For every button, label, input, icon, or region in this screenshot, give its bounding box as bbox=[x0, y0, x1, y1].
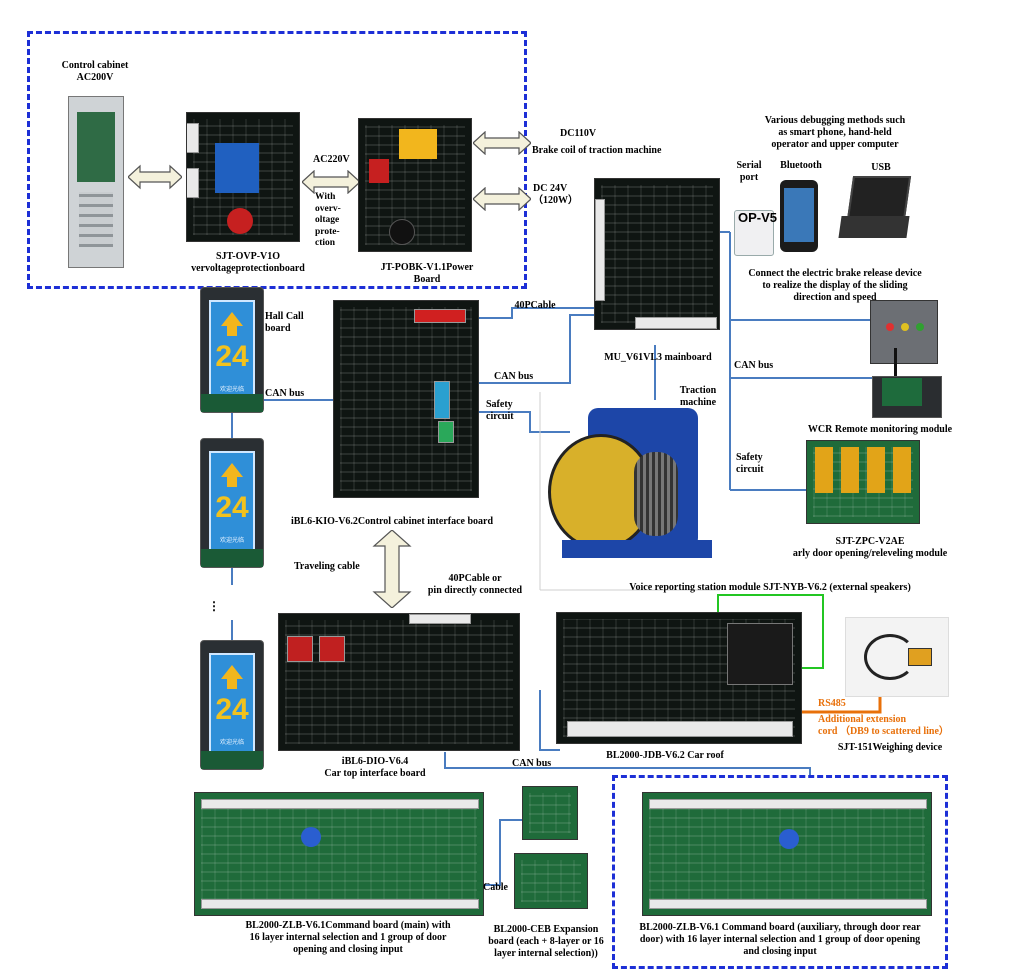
cabinet-to-ovp-arrow bbox=[128, 164, 182, 190]
control-cabinet-group-box bbox=[27, 31, 527, 289]
zlb-aux-label: BL2000-ZLB-V6.1 Command board (auxiliary… bbox=[639, 922, 921, 957]
car-roof-board-image bbox=[556, 612, 802, 744]
brake-release-device-image bbox=[870, 300, 938, 364]
laptop-image bbox=[838, 176, 912, 248]
hall-floor-number: 24 bbox=[215, 340, 249, 373]
extension-cord-label: Additional extension cord （DB9 to scatte… bbox=[818, 714, 949, 737]
hall-call-board-3: 24 欢迎光临 bbox=[200, 640, 264, 770]
pcable-pin-label: 40PCable or pin directly connected bbox=[427, 573, 523, 596]
ceb-board-label: BL2000-CEB Expansion board (each + 8-lay… bbox=[488, 924, 604, 959]
can-bus-middle-label: CAN bus bbox=[494, 371, 534, 382]
overvoltage-label: With overv- oltage prote- ction bbox=[315, 192, 341, 248]
safety-circuit-right-label: Safety circuit bbox=[736, 452, 764, 475]
zpc-module-label: SJT-ZPC-V2AE arly door opening/relevelin… bbox=[792, 536, 948, 559]
weighing-device-image bbox=[845, 617, 949, 697]
traveling-cable-label: Traveling cable bbox=[294, 561, 360, 572]
hall-call-board-2: 24 欢迎光临 bbox=[200, 438, 264, 568]
brake-release-label: Connect the electric brake release devic… bbox=[748, 268, 922, 303]
usb-label: USB bbox=[871, 162, 891, 173]
rs485-label: RS485 bbox=[818, 698, 846, 709]
kio-board-label: iBL6-KIO-V6.2Control cabinet interface b… bbox=[290, 516, 494, 527]
car-roof-label: BL2000-JDB-V6.2 Car roof bbox=[606, 750, 724, 761]
power-to-brake-arrow bbox=[473, 131, 531, 155]
op-v5-label: OP-V5 bbox=[738, 210, 778, 225]
power-board-image bbox=[358, 118, 472, 252]
mainboard-label: MU_V61VL3 mainboard bbox=[604, 352, 712, 363]
power-board-label: JT-POBK-V1.1Power Board bbox=[380, 262, 474, 285]
hall-welcome-text: 欢迎光临 bbox=[219, 538, 244, 544]
hall-floor-number: 24 bbox=[215, 693, 249, 726]
hall-welcome-text: 欢迎光临 bbox=[219, 740, 244, 746]
hand-held-operator-image bbox=[734, 210, 774, 256]
mainboard-image bbox=[594, 178, 720, 330]
dio-board-image bbox=[278, 613, 520, 751]
weighing-device-label: SJT-151Weighing device bbox=[837, 742, 943, 753]
aux-board-group-box bbox=[612, 775, 948, 969]
hall-call-label: Hall Call board bbox=[265, 311, 304, 334]
power-to-dc24v-arrow bbox=[473, 187, 531, 211]
cable-label: Cable bbox=[483, 882, 508, 893]
serial-port-label: Serial port bbox=[736, 160, 762, 183]
debugging-methods-label: Various debugging methods such as smart … bbox=[764, 115, 906, 150]
brake-coil-label: Brake coil of traction machine bbox=[532, 145, 662, 156]
bluetooth-label: Bluetooth bbox=[780, 160, 822, 171]
hall-welcome-text: 欢迎光临 bbox=[219, 387, 244, 393]
ovp-to-power-arrow bbox=[302, 170, 360, 194]
can-bus-right-label: CAN bus bbox=[734, 360, 774, 371]
wcr-module-label: WCR Remote monitoring module bbox=[807, 424, 953, 435]
dio-board-label: iBL6-DIO-V6.4 Car top interface board bbox=[324, 756, 426, 779]
ac220v-label: AC220V bbox=[313, 154, 350, 165]
zpc-module-image bbox=[806, 440, 920, 524]
traction-machine-label: Traction machine bbox=[679, 385, 717, 408]
traction-machine-image bbox=[548, 400, 718, 570]
dc110v-label: DC110V bbox=[560, 128, 597, 139]
kio-board-image bbox=[333, 300, 479, 498]
safety-circuit-left-label: Safety circuit bbox=[486, 399, 514, 422]
control-cabinet-label: Control cabinet AC200V bbox=[61, 60, 129, 83]
ovp-board-label: SJT-OVP-V1O vervoltageprotectionboard bbox=[191, 251, 305, 274]
control-cabinet-image bbox=[68, 96, 124, 268]
hall-floor-number: 24 bbox=[215, 491, 249, 524]
wcr-module-image bbox=[872, 348, 942, 420]
can-bus-bottom-label: CAN bus bbox=[512, 758, 552, 769]
ceb-board-image-2 bbox=[514, 853, 588, 909]
dc24v-label: DC 24V （120W） bbox=[533, 183, 578, 206]
zlb-main-label: BL2000-ZLB-V6.1Command board (main) with… bbox=[245, 920, 451, 955]
pcable-40-label: 40PCable bbox=[514, 300, 556, 311]
ovp-board-image bbox=[186, 112, 300, 242]
smartphone-image bbox=[780, 180, 818, 252]
ellipsis-label: ⋮ bbox=[208, 599, 220, 613]
hall-call-board-1: 24 欢迎光临 bbox=[200, 287, 264, 413]
zlb-main-board-image bbox=[194, 792, 484, 916]
voice-module-label: Voice reporting station module SJT-NYB-V… bbox=[629, 582, 911, 593]
can-bus-left-label: CAN bus bbox=[265, 388, 305, 399]
zlb-aux-board-image bbox=[642, 792, 932, 916]
ceb-board-image-1 bbox=[522, 786, 578, 840]
traveling-cable-arrow bbox=[372, 530, 412, 608]
